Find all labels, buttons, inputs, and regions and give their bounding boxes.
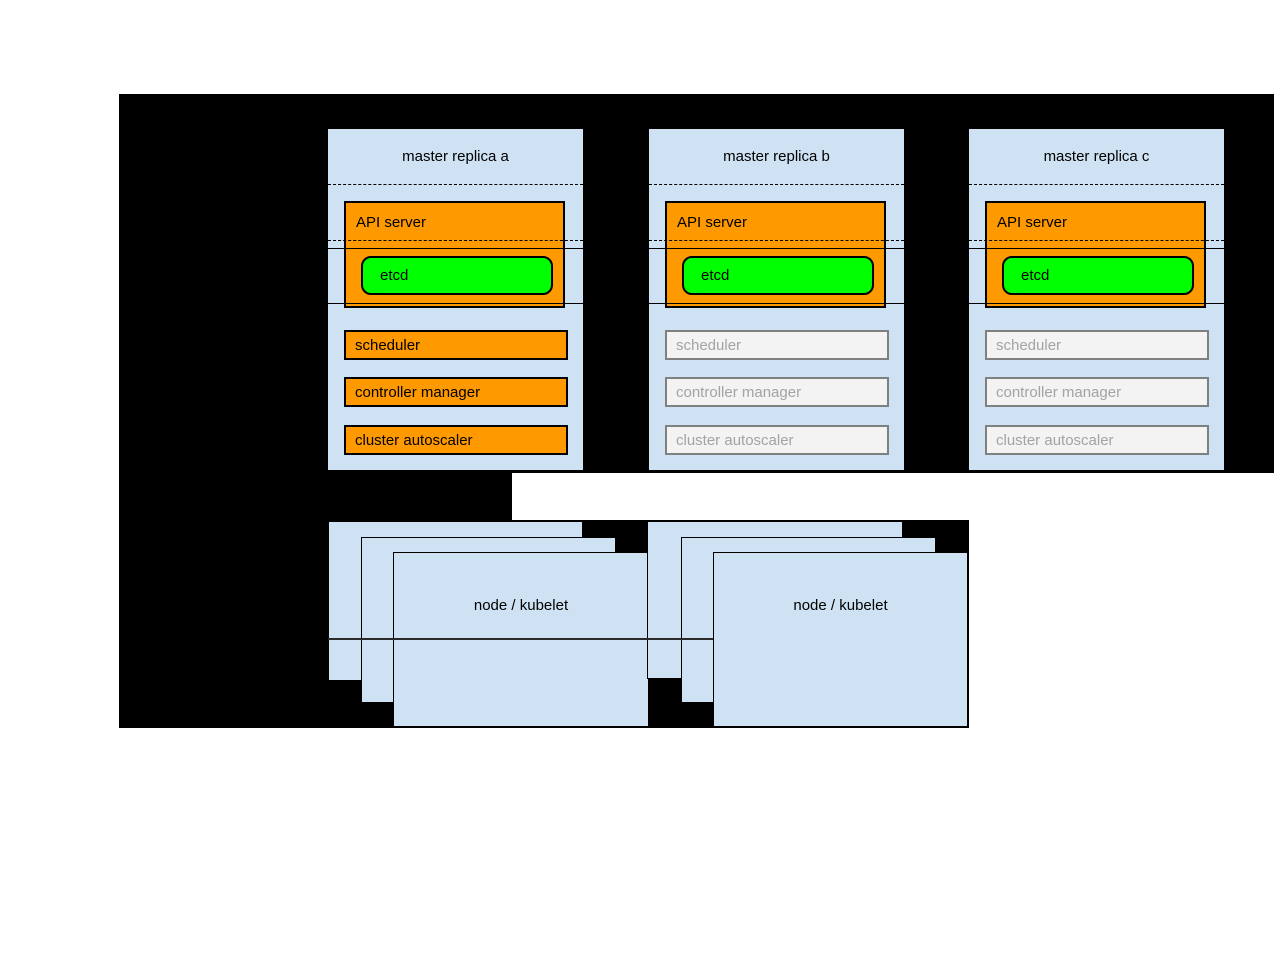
api-server-box: API server etcd xyxy=(665,201,886,308)
api-server-box: API server etcd xyxy=(344,201,565,308)
dashed-separator xyxy=(969,240,1224,241)
solid-separator xyxy=(649,303,904,304)
cluster-autoscaler-box: cluster autoscaler xyxy=(344,425,568,455)
solid-separator xyxy=(969,303,1224,304)
etcd-box: etcd xyxy=(361,256,553,295)
api-server-box: API server etcd xyxy=(985,201,1206,308)
api-server-label: API server xyxy=(356,214,427,231)
master-replica-c-box: master replica c API server etcd schedul… xyxy=(969,129,1224,470)
master-replica-a-title: master replica a xyxy=(402,148,509,165)
dashed-separator xyxy=(649,184,904,185)
dashed-separator xyxy=(649,240,904,241)
dashed-separator xyxy=(969,184,1224,185)
etcd-box: etcd xyxy=(1002,256,1194,295)
node-kubelet-label: node / kubelet xyxy=(793,597,888,614)
cluster-autoscaler-box: cluster autoscaler xyxy=(665,425,889,455)
master-replica-b-title: master replica b xyxy=(723,148,830,165)
master-replica-c-title: master replica c xyxy=(1043,148,1150,165)
background-panel-left xyxy=(119,473,512,520)
api-server-label: API server xyxy=(677,214,748,231)
scheduler-box: scheduler xyxy=(665,330,889,360)
controller-manager-box: controller manager xyxy=(665,377,889,407)
node-box-front: node / kubelet xyxy=(713,552,968,727)
api-server-label: API server xyxy=(997,214,1068,231)
master-replica-a-box: master replica a API server etcd schedul… xyxy=(328,129,583,470)
solid-separator xyxy=(649,248,904,249)
dashed-separator xyxy=(328,184,583,185)
controller-manager-box: controller manager xyxy=(985,377,1209,407)
cluster-autoscaler-box: cluster autoscaler xyxy=(985,425,1209,455)
node-zone-divider-line xyxy=(328,638,713,640)
scheduler-box: scheduler xyxy=(344,330,568,360)
controller-manager-box: controller manager xyxy=(344,377,568,407)
node-kubelet-label: node / kubelet xyxy=(473,597,569,614)
solid-separator xyxy=(328,303,583,304)
master-replica-b-box: master replica b API server etcd schedul… xyxy=(649,129,904,470)
dashed-separator xyxy=(328,240,583,241)
scheduler-box: scheduler xyxy=(985,330,1209,360)
solid-separator xyxy=(969,248,1224,249)
solid-separator xyxy=(328,248,583,249)
etcd-box: etcd xyxy=(682,256,874,295)
